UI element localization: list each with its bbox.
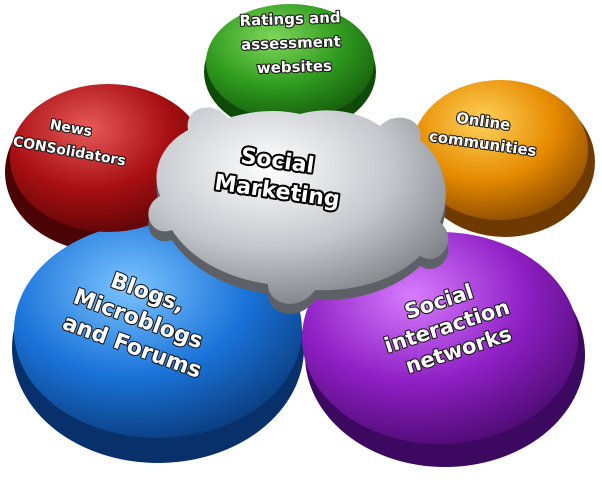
hub-piece[interactable] bbox=[148, 107, 449, 304]
ratings-label-line-3: websites bbox=[256, 57, 332, 78]
ratings-petal[interactable] bbox=[206, 4, 374, 120]
petals bbox=[10, 4, 588, 444]
news-petal[interactable] bbox=[10, 84, 206, 232]
ratings-label-line-1: Ratings and bbox=[239, 8, 341, 30]
ratings-label: Ratings and assessment websites bbox=[239, 8, 348, 78]
hub bbox=[148, 107, 449, 314]
online-petal[interactable] bbox=[412, 80, 588, 220]
ratings-label-line-2: assessment bbox=[241, 32, 341, 53]
